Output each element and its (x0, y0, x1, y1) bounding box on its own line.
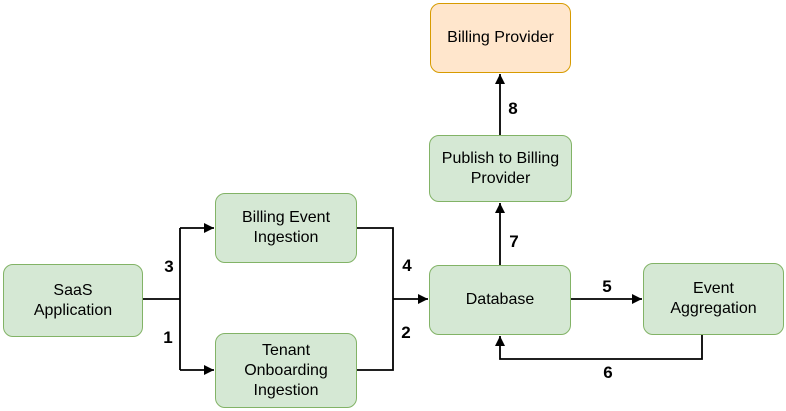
node-publish-to-billing-provider: Publish to Billing Provider (429, 135, 572, 202)
edge-arrow-event-aggregation-to-database (495, 335, 703, 360)
edge-label-step-2: 2 (401, 323, 411, 342)
edge-label-step-8: 8 (508, 99, 518, 118)
node-saas-application: SaaS Application (3, 264, 143, 337)
edge-ingestion-collector-line (357, 227, 394, 371)
edge-saas-branch-line (143, 228, 181, 370)
edge-label-step-5: 5 (602, 277, 612, 296)
edge-label-step-1: 1 (163, 328, 173, 347)
edge-label-step-3: 3 (164, 257, 174, 276)
node-billing-provider: Billing Provider (430, 3, 571, 73)
node-database: Database (429, 265, 571, 335)
node-billing-event-ingestion: Billing Event Ingestion (215, 193, 357, 263)
node-tenant-onboarding-ingestion: Tenant Onboarding Ingestion (215, 333, 357, 408)
node-event-aggregation: Event Aggregation (643, 263, 784, 335)
edge-label-step-7: 7 (509, 232, 519, 251)
edge-label-step-6: 6 (603, 363, 613, 382)
edge-label-step-4: 4 (402, 256, 412, 275)
